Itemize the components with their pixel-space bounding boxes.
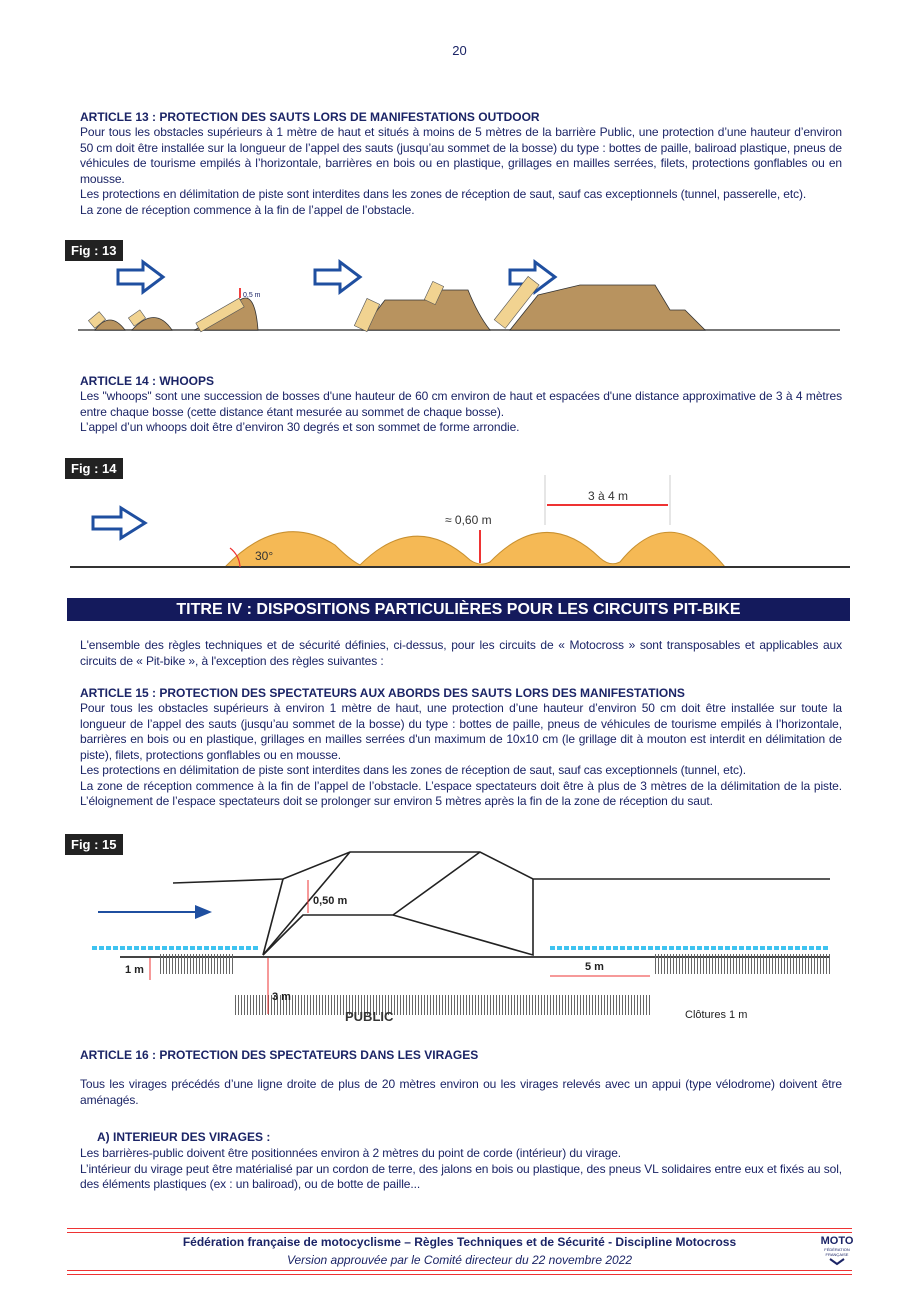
paragraph: Pour tous les obstacles supérieurs à env… <box>80 701 842 762</box>
fig-13-annotation: 0,5 m <box>243 292 261 299</box>
article-16-text: Tous les virages précédés d’une ligne dr… <box>80 1077 842 1107</box>
arrow-icon <box>116 259 558 295</box>
article-13-text: Pour tous les obstacles supérieurs à 1 m… <box>80 125 842 218</box>
fig-14-height: ≈ 0,60 m <box>445 513 492 527</box>
fig-14-angle: 30° <box>255 549 273 563</box>
footer-rule-bottom <box>67 1270 852 1275</box>
paragraph: La zone de réception commence à la fin d… <box>80 202 415 217</box>
arrow-icon <box>91 505 148 541</box>
fig-14-label: Fig : 14 <box>65 458 123 479</box>
fig-13-diagram: 0,5 m <box>78 259 840 333</box>
titre-4-intro: L'ensemble des règles techniques et de s… <box>80 638 842 668</box>
svg-text:FÉDÉRATION: FÉDÉRATION <box>824 1247 850 1252</box>
paragraph: La zone de réception commence à la fin d… <box>80 778 842 809</box>
paragraph: Les "whoops" sont une succession de boss… <box>80 389 842 419</box>
subsection-a-text: Les barrières-public doivent être positi… <box>80 1146 842 1193</box>
article-13-title: ARTICLE 13 : PROTECTION DES SAUTS LORS D… <box>80 110 540 124</box>
paragraph: Les protections en délimitation de piste… <box>80 187 807 201</box>
paragraph: Les barrières-public doivent être positi… <box>80 1146 622 1160</box>
fig-15-fence-left: 1 m <box>125 964 144 976</box>
paragraph: L’intérieur du virage peut être matérial… <box>80 1161 842 1192</box>
section-title-bar: TITRE IV : DISPOSITIONS PARTICULIÈRES PO… <box>67 598 850 621</box>
svg-text:MOTO: MOTO <box>821 1235 854 1247</box>
paragraph: L’appel d’un whoops doit être d’environ … <box>80 420 520 434</box>
article-14-text: Les "whoops" sont une succession de boss… <box>80 389 842 436</box>
footer-title: Fédération française de motocyclisme – R… <box>182 1235 737 1249</box>
fig-14-diagram: 30° ≈ 0,60 m 3 à 4 m <box>70 475 850 568</box>
page-number: 20 <box>452 43 467 58</box>
fig-15-fences: Clôtures 1 m <box>685 1009 747 1021</box>
fig-14-spacing: 3 à 4 m <box>588 489 628 503</box>
fig-15-height: 0,50 m <box>313 895 347 907</box>
article-15-text: Pour tous les obstacles supérieurs à env… <box>80 701 842 810</box>
fig-15-diagram: 0,50 m 1 m 3 m 5 m Clôtures 1 m PUBLIC <box>92 851 830 1024</box>
arrow-icon <box>195 905 212 919</box>
footer-rule-top <box>67 1228 852 1233</box>
fig-15-public: PUBLIC <box>345 1009 394 1024</box>
paragraph: Les protections en délimitation de piste… <box>80 763 746 777</box>
subsection-a-title: A) INTERIEUR DES VIRAGES : <box>97 1130 271 1144</box>
article-16-title: ARTICLE 16 : PROTECTION DES SPECTATEURS … <box>80 1048 479 1062</box>
svg-text:FRANÇAISE: FRANÇAISE <box>826 1252 849 1257</box>
article-14-title: ARTICLE 14 : WHOOPS <box>80 374 215 388</box>
fig-15-after: 5 m <box>585 961 604 973</box>
fig-13-label: Fig : 13 <box>65 240 123 261</box>
fig-15-label: Fig : 15 <box>65 834 123 855</box>
footer-version: Version approuvée par le Comité directeu… <box>286 1253 633 1267</box>
fig-15-distance: 3 m <box>272 991 291 1003</box>
ffm-logo-icon: MOTO FÉDÉRATION FRANÇAISE <box>821 1235 854 1266</box>
article-15-title: ARTICLE 15 : PROTECTION DES SPECTATEURS … <box>80 686 685 700</box>
paragraph: Pour tous les obstacles supérieurs à 1 m… <box>80 125 842 186</box>
